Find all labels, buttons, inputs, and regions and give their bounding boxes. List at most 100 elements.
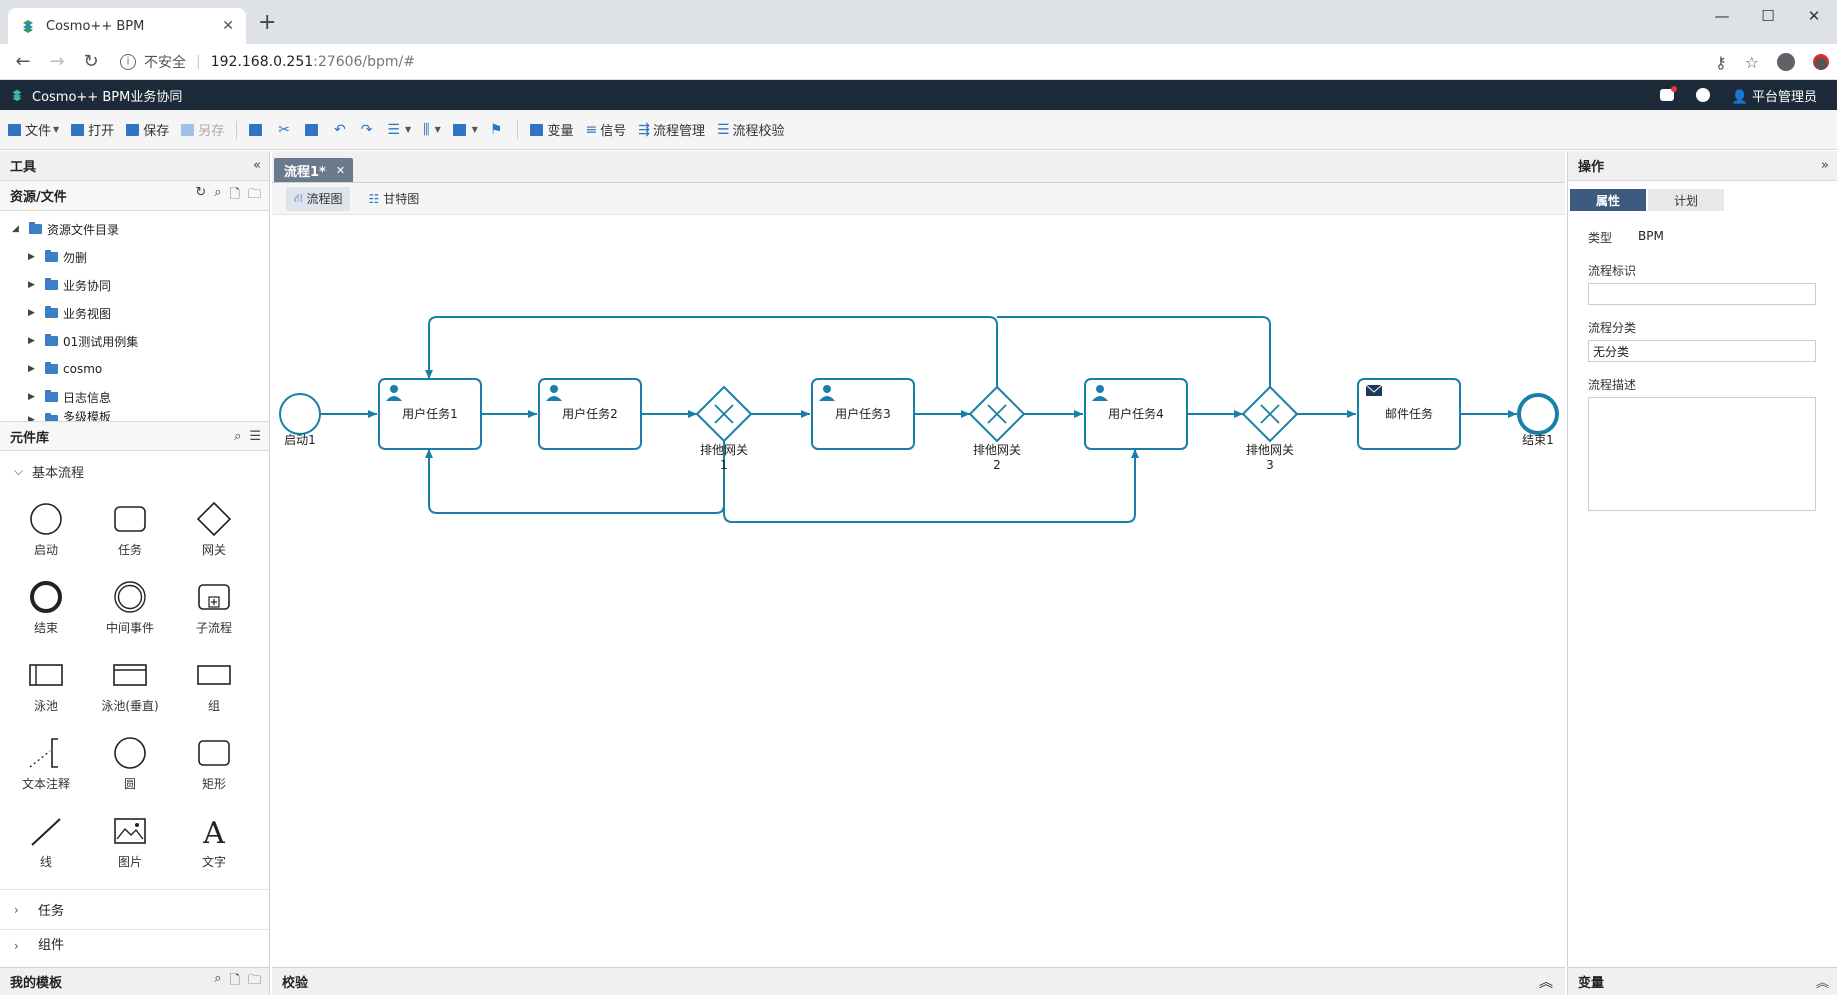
back-icon[interactable]: ← bbox=[15, 51, 31, 72]
palette-end[interactable]: 结束 bbox=[4, 577, 88, 645]
flow-id-field[interactable] bbox=[1588, 283, 1816, 305]
window-close-icon[interactable]: ✕ bbox=[1807, 7, 1821, 25]
palette-rectangle[interactable]: 矩形 bbox=[172, 733, 256, 801]
flow-manage-button[interactable]: ⇶流程管理 bbox=[638, 120, 705, 140]
tab-gantt[interactable]: ☷甘特图 bbox=[360, 187, 427, 211]
signals-button[interactable]: ≡信号 bbox=[585, 120, 626, 140]
basic-flow-section[interactable]: ⌵ 基本流程 bbox=[0, 451, 269, 491]
undo-button[interactable]: ↶ bbox=[334, 122, 349, 138]
tasks-section[interactable]: › 任务 bbox=[0, 889, 269, 929]
url-input[interactable]: i 不安全 | 192.168.0.251 :27606/bpm/# bbox=[120, 52, 415, 72]
tree-item[interactable]: ▶多级模板 bbox=[0, 411, 269, 421]
tree-item[interactable]: ▶01测试用例集 bbox=[0, 327, 269, 355]
palette-task[interactable]: 任务 bbox=[88, 499, 172, 567]
new-folder-icon[interactable]: 🗀 bbox=[247, 186, 261, 202]
expand-up-icon[interactable]: ︽ bbox=[1815, 976, 1829, 991]
flow-check-button[interactable]: ☰流程校验 bbox=[717, 120, 785, 140]
open-button[interactable]: 打开 bbox=[71, 120, 114, 139]
collapse-left-icon[interactable]: « bbox=[253, 158, 261, 173]
folder-open-icon bbox=[71, 123, 85, 136]
tree-item[interactable]: ▶cosmo bbox=[0, 355, 269, 383]
close-tab-icon[interactable]: ✕ bbox=[222, 18, 234, 34]
save-label: 保存 bbox=[143, 124, 170, 139]
process-diagram[interactable]: 启动1 用户任务1 用户任务2 排他网关 1 用户任务3 bbox=[272, 215, 1565, 959]
minimize-icon[interactable]: — bbox=[1714, 7, 1730, 25]
palette-pool[interactable]: 泳池 bbox=[4, 655, 88, 723]
palette-line[interactable]: 线 bbox=[4, 811, 88, 879]
forward-icon[interactable]: → bbox=[49, 51, 65, 72]
collapsed-arrow-icon[interactable]: ▶ bbox=[28, 308, 35, 318]
alert-icon[interactable]: ! bbox=[1695, 88, 1710, 103]
maximize-icon[interactable]: ☐ bbox=[1761, 7, 1775, 25]
user-menu[interactable]: 👤 平台管理员 bbox=[1732, 86, 1817, 105]
tree-item[interactable]: ▶日志信息 bbox=[0, 383, 269, 411]
search-icon[interactable]: ⌕ bbox=[214, 970, 222, 986]
tab-flow1[interactable]: 流程1* ✕ bbox=[274, 158, 354, 182]
tab-flowchart[interactable]: ⛙流程图 bbox=[286, 186, 351, 211]
palette-text-annotation[interactable]: 文本注释 bbox=[4, 733, 88, 801]
palette-circle[interactable]: 圆 bbox=[88, 733, 172, 801]
flow-category-field[interactable] bbox=[1588, 340, 1816, 362]
palette-image[interactable]: 图片 bbox=[88, 811, 172, 879]
palette-intermediate-event[interactable]: 中间事件 bbox=[88, 577, 172, 645]
expand-up-icon[interactable]: ︽ bbox=[1539, 974, 1553, 991]
refresh-icon[interactable]: ↻ bbox=[195, 184, 207, 200]
user-task-1: 用户任务1 bbox=[378, 378, 482, 450]
browser-tab[interactable]: Cosmo++ BPM ✕ bbox=[8, 8, 246, 44]
tab-properties[interactable]: 属性 bbox=[1570, 189, 1646, 211]
new-file-icon[interactable]: 🗋 bbox=[229, 972, 240, 988]
collapse-right-icon[interactable]: » bbox=[1821, 158, 1829, 173]
search-icon[interactable]: ⌕ bbox=[234, 428, 242, 444]
palette-text[interactable]: A 文字 bbox=[172, 811, 256, 879]
collapsed-arrow-icon[interactable]: ▶ bbox=[28, 364, 35, 374]
collapsed-arrow-icon[interactable]: ▶ bbox=[28, 280, 35, 290]
collapsed-arrow-icon[interactable]: ▶ bbox=[28, 336, 35, 346]
tree-root[interactable]: ◢ 资源文件目录 bbox=[0, 215, 269, 243]
flow-id-label: 流程标识 bbox=[1588, 264, 1637, 278]
new-tab-icon[interactable]: + bbox=[258, 10, 277, 35]
expanded-arrow-icon[interactable]: ◢ bbox=[12, 224, 19, 234]
palette-start[interactable]: 启动 bbox=[4, 499, 88, 567]
tree-item[interactable]: ▶勿删 bbox=[0, 243, 269, 271]
new-folder-icon[interactable]: 🗀 bbox=[247, 972, 261, 988]
message-icon[interactable] bbox=[1659, 86, 1677, 101]
save-as-button[interactable]: 另存 bbox=[181, 120, 224, 139]
menu-icon[interactable]: ☰ bbox=[249, 428, 261, 444]
layer-button[interactable]: ▼ bbox=[452, 123, 478, 136]
info-icon[interactable]: i bbox=[120, 53, 136, 70]
new-file-icon[interactable]: 🗋 bbox=[229, 186, 240, 202]
collapsed-arrow-icon[interactable]: ▶ bbox=[28, 252, 35, 262]
tree-item[interactable]: ▶业务协同 bbox=[0, 271, 269, 299]
distribute-button[interactable]: ⫼▼ bbox=[423, 121, 441, 138]
palette-label: 网关 bbox=[201, 543, 226, 557]
palette-gateway[interactable]: 网关 bbox=[172, 499, 256, 567]
reload-icon[interactable]: ↻ bbox=[83, 51, 99, 72]
tab-plan[interactable]: 计划 bbox=[1648, 189, 1724, 211]
app-header: Cosmo++ BPM业务协同 ! 👤 平台管理员 bbox=[0, 80, 1837, 110]
cut-button[interactable]: ✂ bbox=[278, 122, 293, 138]
extension-icon[interactable]: ● bbox=[1813, 52, 1829, 72]
search-icon[interactable]: ⌕ bbox=[214, 184, 222, 200]
redo-button[interactable]: ↷ bbox=[361, 122, 376, 138]
close-doc-tab-icon[interactable]: ✕ bbox=[335, 163, 346, 177]
copy-button[interactable] bbox=[249, 123, 266, 136]
align-button[interactable]: ☰▼ bbox=[387, 121, 412, 138]
components-section[interactable]: › 组件 bbox=[0, 929, 269, 953]
paste-button[interactable] bbox=[304, 123, 322, 136]
tree-item[interactable]: ▶业务视图 bbox=[0, 299, 269, 327]
type-row: 类型 BPM bbox=[1588, 229, 1817, 246]
palette-pool-vertical[interactable]: 泳池(垂直) bbox=[88, 655, 172, 723]
key-icon[interactable]: ⚷ bbox=[1714, 52, 1727, 72]
variables-button[interactable]: 变量 bbox=[530, 120, 573, 139]
pin-button[interactable]: ⚑ bbox=[490, 122, 506, 138]
save-button[interactable]: 保存 bbox=[126, 120, 169, 139]
profile-avatar-icon[interactable] bbox=[1777, 53, 1795, 71]
flow-description-field[interactable] bbox=[1588, 397, 1816, 511]
file-menu-button[interactable]: 文件▼ bbox=[8, 120, 59, 139]
subprocess-icon bbox=[198, 584, 230, 610]
collapsed-arrow-icon[interactable]: ▶ bbox=[28, 415, 35, 421]
palette-subprocess[interactable]: 子流程 bbox=[172, 577, 256, 645]
collapsed-arrow-icon[interactable]: ▶ bbox=[28, 392, 35, 402]
palette-group[interactable]: 组 bbox=[172, 655, 256, 723]
bookmark-star-icon[interactable]: ☆ bbox=[1744, 52, 1759, 72]
